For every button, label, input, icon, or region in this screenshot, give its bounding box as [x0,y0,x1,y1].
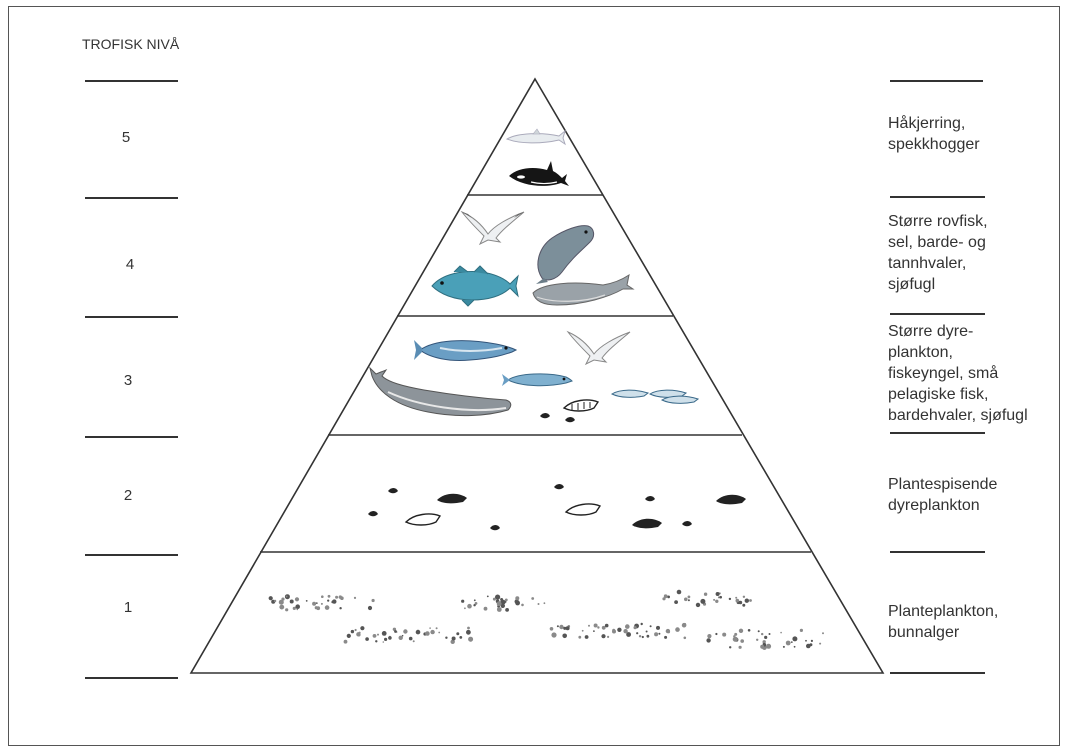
level-number-2: 2 [123,487,133,504]
level-number-4: 4 [125,256,135,273]
level-number-5: 5 [121,129,131,146]
level-description-4: Større rovfisk, sel, barde- og tannhvale… [888,213,988,293]
phytoplankton-icon [268,589,824,650]
left-separator [85,197,178,199]
right-separator [890,196,985,198]
krill-icon [716,494,746,505]
level-number-3: 3 [123,372,133,389]
right-separator [890,80,983,82]
left-separator [85,80,178,82]
copepod-icon [368,484,692,531]
krill-icon [562,399,600,412]
whale-icon [369,366,512,417]
level-description-1: Planteplankton, bunnalger [888,603,999,641]
right-separator [890,672,985,674]
left-separator [85,677,178,679]
small-fish-icon [502,373,573,387]
krill-icon [404,513,442,526]
krill-icon [565,417,575,423]
seal-icon [536,225,595,284]
krill-icon [540,413,550,419]
seabird-icon [566,330,631,366]
right-separator [890,432,985,434]
level-description-3: Større dyre- plankton, fiskeyngel, små p… [888,323,1028,424]
right-separator [890,551,985,553]
cod-icon [431,265,519,307]
baleen-whale-icon [532,273,635,306]
orca-icon [509,161,569,186]
seabird-icon [460,210,525,246]
fish-school-icon [610,389,700,404]
krill-icon [632,518,662,529]
trophic-level-title: TROFISK NIVÅ [82,36,180,52]
left-separator [85,316,178,318]
herring-icon [414,340,518,361]
krill-icon [437,493,467,504]
level-description-2: Plantespisende dyreplankton [888,476,998,514]
left-separator [85,436,178,438]
pyramid-outline [189,77,885,674]
level-number-1: 1 [123,599,133,616]
shark-icon [505,128,566,146]
right-separator [890,313,985,315]
krill-icon [564,503,602,516]
left-separator [85,554,178,556]
level-description-5: Håkjerring, spekkhogger [888,115,980,153]
